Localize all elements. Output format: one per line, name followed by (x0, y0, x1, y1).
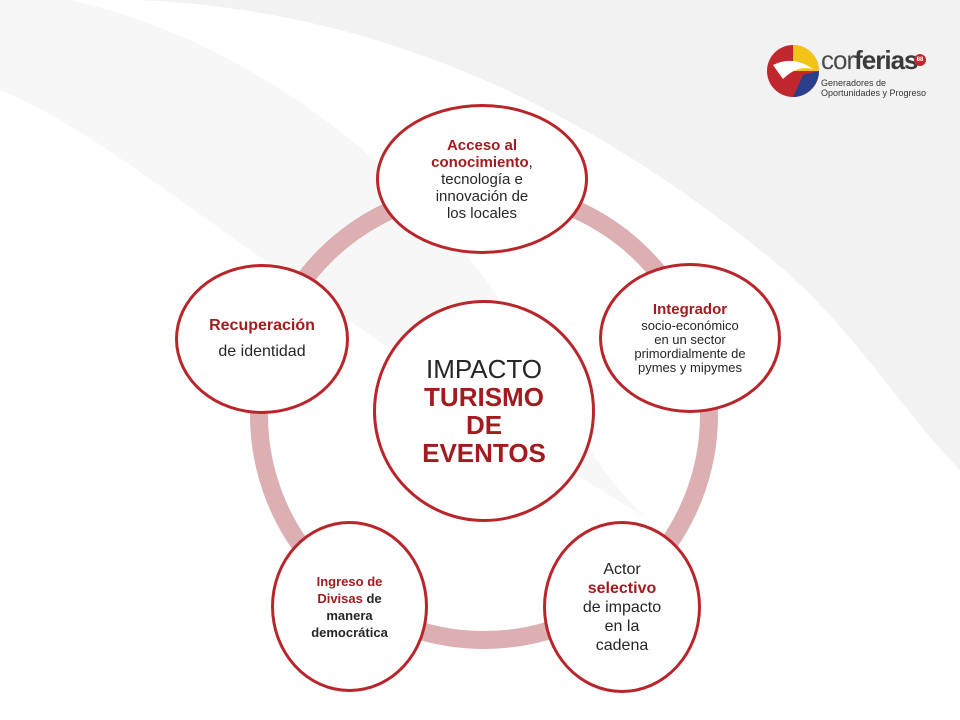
background-swoosh (0, 0, 960, 470)
node-recuperacion: Recuperación de identidad (175, 264, 349, 414)
node-integrador: Integrador socio-económico en un sector … (599, 263, 781, 413)
actor-line-4: en la (604, 617, 640, 635)
corferias-logo-icon (767, 45, 819, 97)
corferias-logo: corferias 88 Generadores de Oportunidade… (763, 35, 933, 110)
logo-badge: 88 (914, 54, 926, 66)
center-line-4: EVENTOS (422, 438, 546, 468)
acceso-line-2: conocimiento (431, 153, 529, 171)
logo-tagline-1: Generadores de (821, 78, 887, 88)
integrador-title: Integrador (652, 301, 728, 318)
logo-wordmark: corferias (821, 45, 919, 76)
ingreso-line-3: manera (326, 607, 373, 623)
ingreso-line-1: Ingreso de (316, 573, 383, 589)
integrador-line-4: pymes y mipymes (637, 360, 743, 375)
integrador-line-1: socio-económico (641, 318, 739, 333)
logo-brand-b: ferias (854, 45, 918, 75)
actor-line-2: selectivo (587, 579, 657, 597)
center-line-2: TURISMO (424, 382, 544, 412)
acceso-line-5: los locales (446, 204, 518, 222)
node-ingreso-divisas: Ingreso de Divisas de manera democrática (271, 521, 428, 692)
actor-line-3: de impacto (582, 598, 662, 616)
ingreso-line-2: Divisas (317, 590, 363, 606)
recuperacion-title: Recuperación (209, 317, 315, 334)
ingreso-line-2-rest: de (362, 590, 382, 606)
actor-line-1: Actor (603, 560, 641, 578)
acceso-line-2-comma: , (528, 153, 533, 171)
node-center-impacto: IMPACTO TURISMO DE EVENTOS (373, 300, 595, 522)
center-line-3: DE (465, 410, 503, 440)
integrador-line-3: primordialmente de (634, 346, 746, 361)
recuperacion-line-1: de identidad (218, 343, 306, 360)
logo-brand-a: cor (821, 45, 855, 75)
acceso-line-3: tecnología e (441, 170, 523, 188)
logo-tagline-2: Oportunidades y Progreso (821, 88, 927, 98)
acceso-line-1: Acceso al (446, 136, 518, 154)
center-line-1: IMPACTO (425, 354, 543, 384)
node-acceso-conocimiento: Acceso al conocimiento, tecnología e inn… (376, 104, 588, 254)
logo-tagline: Generadores de Oportunidades y Progreso (821, 78, 926, 98)
acceso-line-4: innovación de (435, 187, 529, 205)
actor-line-5: cadena (595, 636, 649, 654)
ingreso-line-4: democrática (311, 624, 388, 640)
node-actor-selectivo: Actor selectivo de impacto en la cadena (543, 521, 701, 693)
integrador-line-2: en un sector (654, 332, 726, 347)
